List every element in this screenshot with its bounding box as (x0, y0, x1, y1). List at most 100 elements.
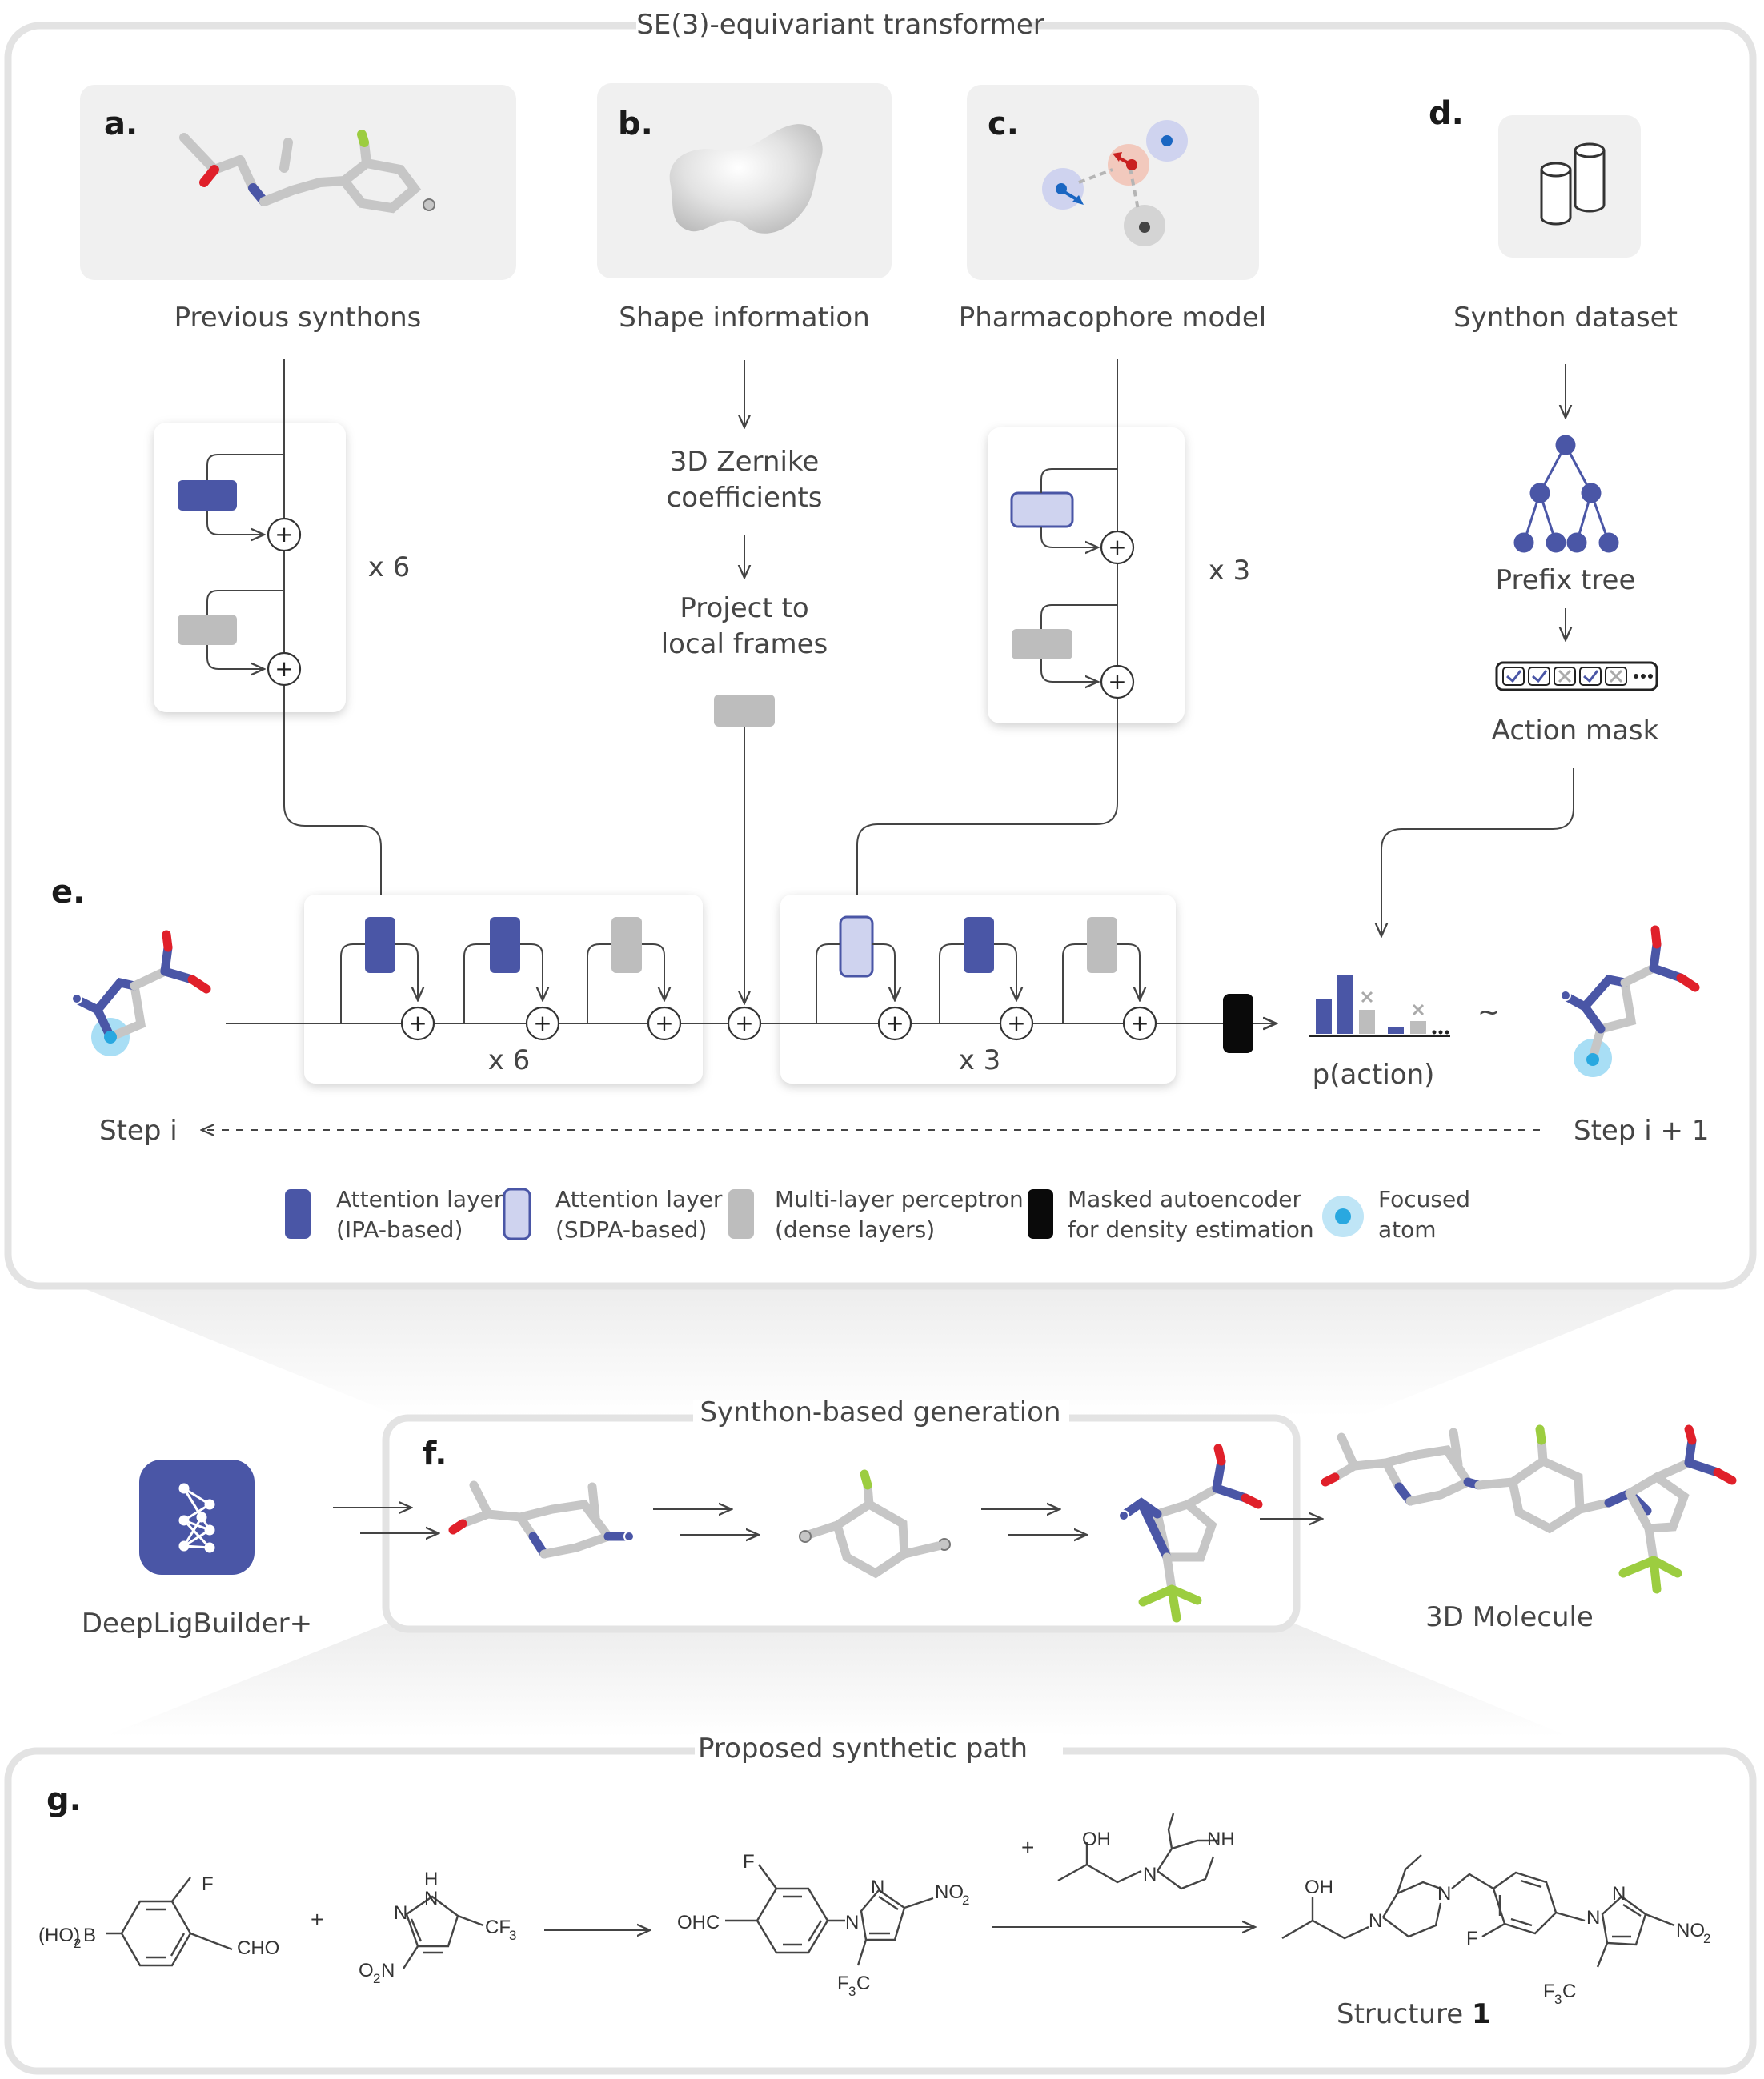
boronic-acid-structure: (HO) 2 B F CHO (38, 1873, 279, 1967)
panel-d-letter: d. (1429, 95, 1464, 132)
panel-c-letter: c. (988, 106, 1019, 142)
reagent-oh: OH (1082, 1829, 1111, 1850)
pyrazole-nh: N (424, 1888, 438, 1909)
add-node: + (1100, 530, 1135, 565)
intermediate-structure: OHC F N N NO 2 F 3 C (677, 1851, 969, 1999)
add-node-plus: + (1108, 534, 1126, 560)
add-node: + (400, 1006, 435, 1041)
synthesis-title: Proposed synthetic path (698, 1732, 1028, 1765)
synthon-mlp-block (178, 615, 237, 645)
zernike-line-1: 3D Zernike (670, 446, 820, 478)
structure-number: 1 (1472, 1998, 1491, 2030)
pipeline-repeat-three: x 3 (959, 1044, 1001, 1076)
action-mask-checkbox-icon (1495, 661, 1658, 691)
previous-synthon-molecule (179, 130, 435, 214)
fluoro-1: F (202, 1873, 214, 1895)
structure-label: Structure 1 (1337, 1998, 1491, 2030)
final-f3c: F (1543, 1981, 1555, 2002)
panel-b-caption: Shape information (619, 302, 870, 334)
fluoro-2: F (743, 1851, 755, 1873)
o2n-tail: N (381, 1960, 395, 1981)
int-no2: NO (935, 1881, 964, 1903)
synthon-1-molecule (448, 1480, 635, 1559)
step-i-label: Step i (99, 1115, 178, 1147)
add-node: + (1122, 1006, 1157, 1041)
add-node: + (877, 1006, 912, 1041)
int-f3c-sub: 3 (848, 1984, 856, 1999)
int-n2: N (871, 1877, 884, 1898)
legend-focus-line1: Focused (1378, 1186, 1470, 1212)
legend-swatch-mae (1028, 1189, 1053, 1239)
boronic-text: (HO) (38, 1925, 80, 1946)
result-label: 3D Molecule (1425, 1601, 1594, 1633)
step-next-molecule (1560, 925, 1700, 1077)
add-node: + (267, 517, 302, 552)
pyrazole-n: N (394, 1902, 407, 1924)
pyrazole-h: H (424, 1869, 438, 1890)
step-next-label: Step i + 1 (1574, 1115, 1709, 1147)
legend-swatch-ipa (285, 1189, 311, 1239)
molecular-shape-blob (669, 124, 823, 234)
final-no2-sub: 2 (1703, 1931, 1710, 1946)
add-node-plus: + (735, 1010, 753, 1036)
legend-ipa-line2: (IPA-based) (336, 1216, 463, 1243)
add-node-plus: + (655, 1010, 673, 1036)
action-distribution-bars (1309, 975, 1450, 1037)
synthon-3-molecule (1118, 1444, 1263, 1623)
app-name: DeepLigBuilder+ (82, 1608, 312, 1640)
plus-1: + (311, 1907, 323, 1932)
reagent-n: N (1143, 1864, 1157, 1885)
prefix-tree-label: Prefix tree (1496, 564, 1636, 596)
zernike-line-2: coefficients (667, 482, 823, 514)
int-f3c: F (837, 1973, 849, 1994)
pharmacophore-sdpa-block (1010, 491, 1074, 528)
add-node-plus: + (1130, 1010, 1149, 1036)
legend-focus-line2: atom (1378, 1216, 1437, 1243)
boronic-sub: 2 (74, 1936, 81, 1951)
pharmacophore-graphic (1042, 120, 1188, 246)
structure-label-text: Structure (1337, 1998, 1472, 2030)
transformer-title: SE(3)-equivariant transformer (636, 9, 1044, 41)
synthon-ipa-block (178, 480, 237, 511)
add-node-plus: + (1007, 1010, 1025, 1036)
final-f: F (1466, 1928, 1478, 1949)
legend-mlp-line2: (dense layers) (775, 1216, 935, 1243)
piperazine-reagent: OH N NH (1057, 1813, 1235, 1890)
add-node: + (525, 1006, 560, 1041)
legend-ipa-line1: Attention layer (336, 1186, 503, 1212)
panel-a-letter: a. (104, 106, 138, 142)
legend-mlp-line1: Multi-layer perceptron (775, 1186, 1024, 1212)
pipeline-sdpa-block (839, 915, 874, 978)
transformer-section: SE(3)-equivariant transformer a. Previou… (4, 8, 1757, 1416)
final-f3c-sub: 3 (1554, 1992, 1562, 2007)
add-node-plus: + (533, 1010, 551, 1036)
boronic-tail: B (83, 1925, 96, 1946)
add-node-plus: + (408, 1010, 427, 1036)
panel-a-caption: Previous synthons (174, 302, 422, 334)
add-node: + (1100, 664, 1135, 699)
pyrazole-structure: N N H CF 3 O 2 N (359, 1869, 516, 1986)
pipeline-ipa-block-1 (365, 917, 395, 973)
reagent-nh: NH (1207, 1829, 1235, 1850)
residual-add-nodes: +++++++++++ (267, 517, 1157, 1041)
cf3-text: CF (485, 1917, 511, 1938)
legend-sdpa-line2: (SDPA-based) (555, 1216, 707, 1243)
pharmacophore-mlp-block (1012, 629, 1072, 659)
final-structure: OH N N F N N NO 2 F 3 C (1281, 1854, 1710, 2007)
pipeline-ipa-block-2 (490, 917, 520, 973)
synthesis-section: Proposed synthetic path g. (HO) 2 B F CH… (4, 1732, 1757, 2075)
shape-mlp-block (714, 695, 775, 727)
prefix-tree-icon (1513, 435, 1619, 553)
add-node-plus: + (275, 521, 293, 547)
step-i-molecule (71, 930, 211, 1056)
legend: Attention layer (IPA-based) Attention la… (285, 1186, 1470, 1243)
add-node: + (647, 1006, 682, 1041)
panel-b-letter: b. (618, 106, 653, 142)
final-n3: N (1586, 1907, 1600, 1929)
int-n1: N (845, 1912, 859, 1933)
3d-molecule (1321, 1424, 1737, 1594)
final-oh: OH (1305, 1877, 1333, 1898)
final-n1: N (1369, 1910, 1382, 1932)
final-f3c-tail: C (1562, 1981, 1576, 2002)
